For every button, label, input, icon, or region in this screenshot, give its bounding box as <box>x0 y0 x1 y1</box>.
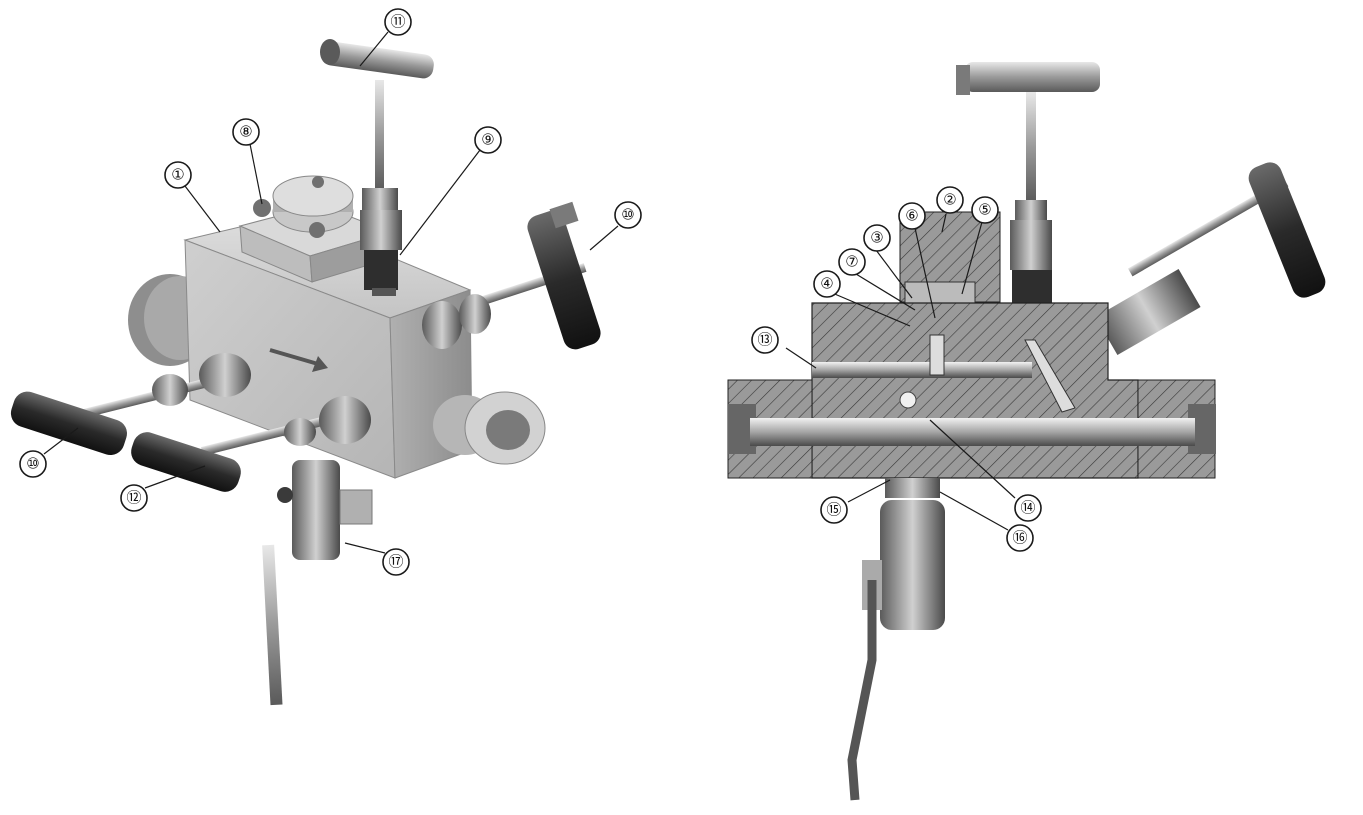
callout-12: ⑫ <box>120 484 148 512</box>
callout-1: ① <box>164 161 192 189</box>
svg-text:⑭: ⑭ <box>1020 500 1035 517</box>
section-top-t-handle <box>956 62 1100 305</box>
callout-markers: ① ⑧ ⑨ ⑩ ⑩ ⑪ ⑫ ⑰ ② ③ ④ ⑤ ⑥ ⑦ ⑬ ⑭ ⑮ ⑯ <box>19 8 1042 576</box>
callout-16: ⑯ <box>1006 524 1034 552</box>
svg-text:⑩: ⑩ <box>621 207 634 224</box>
svg-text:③: ③ <box>870 230 883 247</box>
callout-5: ⑤ <box>971 196 999 224</box>
svg-text:⑯: ⑯ <box>1012 530 1027 547</box>
svg-text:④: ④ <box>820 276 833 293</box>
callout-11: ⑪ <box>384 8 412 36</box>
right-leader-lines <box>785 213 1016 531</box>
section-bottom-drain <box>847 478 945 801</box>
screw-icon <box>309 222 325 238</box>
svg-text:⑨: ⑨ <box>481 132 494 149</box>
section-angled-handle <box>1095 162 1326 356</box>
svg-text:⑤: ⑤ <box>978 202 991 219</box>
svg-text:⑩: ⑩ <box>26 456 39 473</box>
svg-text:⑰: ⑰ <box>388 554 403 571</box>
svg-text:②: ② <box>943 192 956 209</box>
callout-2: ② <box>936 186 964 214</box>
callout-6: ⑥ <box>898 202 926 230</box>
callout-13: ⑬ <box>751 326 779 354</box>
section-main-body <box>727 302 1216 479</box>
screw-icon <box>253 199 271 217</box>
svg-text:①: ① <box>171 167 184 184</box>
callout-10-right: ⑩ <box>614 201 642 229</box>
callout-15: ⑮ <box>820 496 848 524</box>
screw-icon <box>312 176 324 188</box>
svg-text:⑮: ⑮ <box>826 502 841 519</box>
callout-7: ⑦ <box>838 248 866 276</box>
top-bonnet-plate <box>238 175 393 283</box>
bottom-drain-valve <box>262 460 373 706</box>
callout-9: ⑨ <box>474 126 502 154</box>
center-t-handle-valve <box>320 39 434 296</box>
callout-4: ④ <box>813 270 841 298</box>
front-right-handle-valve <box>131 396 371 492</box>
callout-8: ⑧ <box>232 118 260 146</box>
callout-17: ⑰ <box>382 548 410 576</box>
right-side-handle-valve <box>422 201 601 350</box>
flow-arrow-icon <box>269 348 328 372</box>
callout-14: ⑭ <box>1014 494 1042 522</box>
svg-text:⑪: ⑪ <box>390 14 405 31</box>
right-port-flange <box>433 391 546 465</box>
svg-text:⑬: ⑬ <box>757 332 772 349</box>
svg-text:⑫: ⑫ <box>126 490 141 507</box>
callout-3: ③ <box>863 224 891 252</box>
callout-10-left: ⑩ <box>19 450 47 478</box>
svg-text:⑥: ⑥ <box>905 208 918 225</box>
front-left-handle-valve <box>10 353 251 456</box>
right-section-view <box>727 62 1326 801</box>
left-leader-lines <box>43 31 619 554</box>
svg-text:⑧: ⑧ <box>239 124 252 141</box>
left-isometric-view <box>10 31 619 706</box>
svg-text:⑦: ⑦ <box>845 254 858 271</box>
